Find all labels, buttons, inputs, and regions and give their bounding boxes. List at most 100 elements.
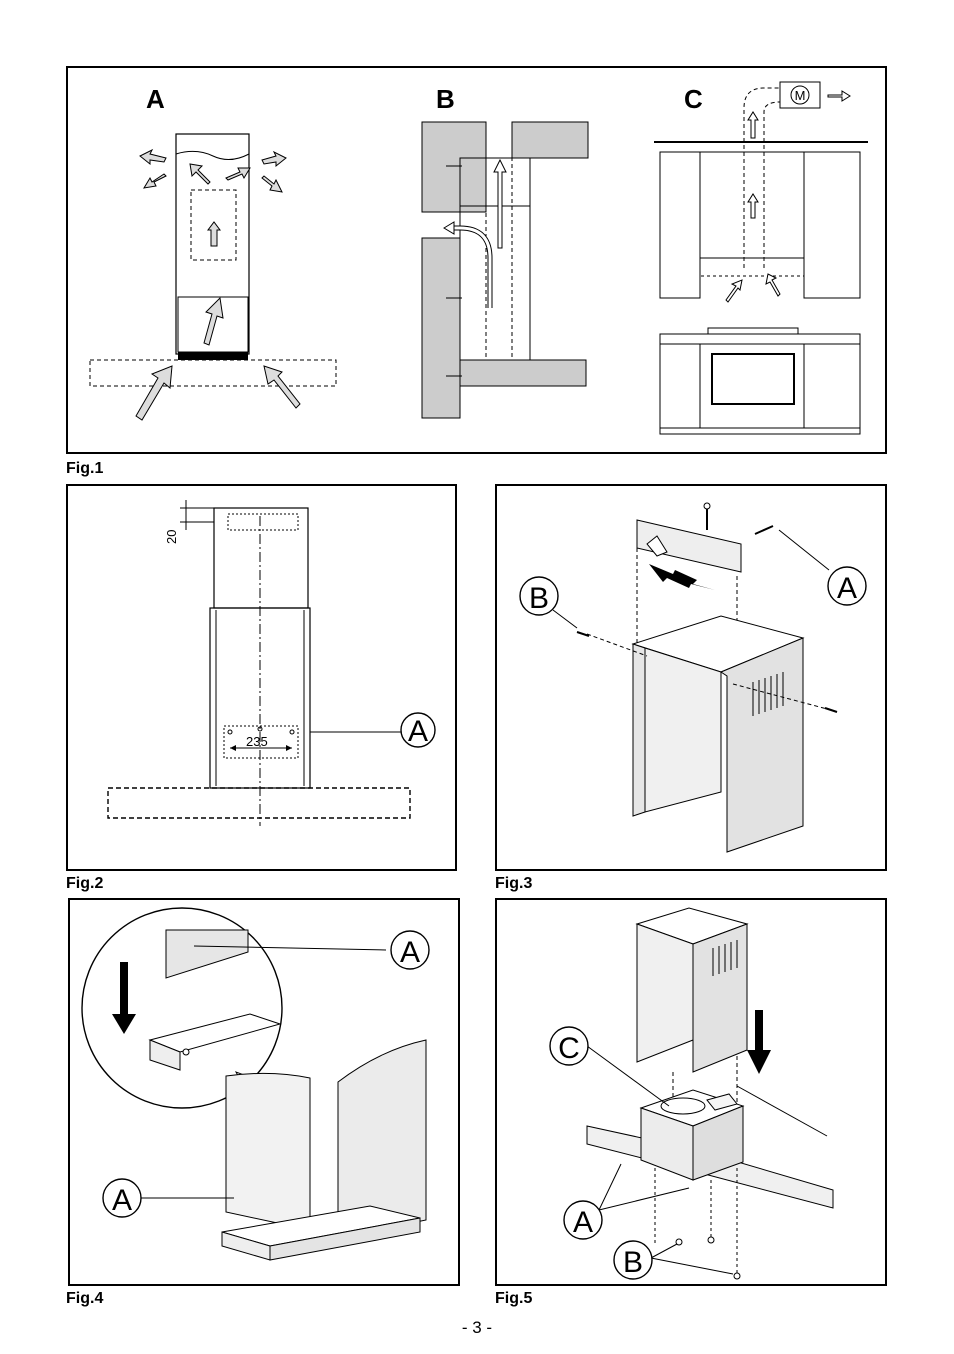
fig1-caption: Fig.1: [66, 460, 104, 477]
fig1-c-out-arrow: [827, 90, 851, 102]
page-number: - 3 -: [461, 1318, 493, 1337]
fig5-box-flap: [706, 1093, 738, 1111]
fig1-a-arrow-in-right: [263, 365, 301, 409]
fig4-detail-screw: [182, 1048, 190, 1056]
fig3-slide-arrow: [649, 564, 715, 590]
fig5-leader-a-1: [598, 1163, 622, 1211]
fig5-leader-a-2: [598, 1187, 690, 1211]
fig1-a-cut-line: [175, 150, 250, 160]
fig5-callout-a-circle: [563, 1200, 603, 1240]
fig1-label-b: B: [436, 84, 455, 114]
fig5-leader-c: [586, 1045, 670, 1107]
fig3-screw-b: [576, 631, 590, 637]
fig1-c-oven: [711, 353, 795, 405]
figure-4-drawing: A A: [81, 907, 430, 1261]
fig2-hole-left: [227, 729, 233, 735]
fig1-a-inner-duct: [190, 189, 237, 261]
fig3-screw-right-path: [732, 683, 832, 711]
fig2-top-bracket: [227, 513, 299, 531]
fig1-label-a: A: [146, 84, 165, 114]
fig2-callout-a: A: [408, 715, 428, 748]
fig5-chimney-right: [692, 923, 748, 1073]
fig5-callout-c-circle: [549, 1026, 589, 1066]
fig5-vent-slots: [712, 940, 738, 976]
fig2-caption: Fig.2: [66, 875, 104, 892]
fig3-bracket-tab: [646, 535, 668, 557]
fig1-a-arrows-out: [139, 148, 287, 193]
fig3-screw-side: [824, 707, 838, 713]
fig5-leader-b-2: [650, 1257, 734, 1275]
figure-1-panel: A B: [66, 66, 887, 454]
fig1-b-wall-top: [421, 121, 487, 213]
fig4-back-right-panel: [337, 1039, 427, 1239]
fig1-c-hob: [707, 327, 799, 335]
fig1-c-motor-label: M: [795, 88, 806, 103]
fig4-leader-a-top: [193, 945, 387, 951]
fig1-a-filter-grid: [178, 352, 248, 360]
figure-2-drawing: 20 235 A: [107, 500, 436, 826]
fig5-callout-c: C: [558, 1032, 580, 1065]
fig2-callout-a-circle: [400, 712, 436, 748]
fig4-detail-panel: [165, 929, 249, 979]
fig4-callout-a-bottom: A: [112, 1184, 132, 1217]
fig1-b-ceiling-right: [511, 121, 589, 159]
fig1-label-c: C: [684, 84, 703, 114]
fig1-b-flow-curve-inner: [448, 226, 492, 308]
fig2-dim-top-value: 20: [164, 530, 179, 544]
fig3-cover-left-edge: [632, 643, 646, 817]
fig1-c-duct-left: [743, 87, 780, 268]
fig1-c-arrow-up-1: [747, 193, 759, 219]
fig1-a-arrow-filter: [203, 296, 224, 346]
fig2-hole-zone: [223, 725, 299, 759]
fig4-caption: Fig.4: [66, 1290, 104, 1307]
fig3-callout-b: B: [529, 582, 549, 615]
fig5-screws: [675, 1236, 741, 1280]
fig1-b-chimney: [459, 157, 531, 361]
fig1-b-screws: [446, 165, 462, 377]
fig1-b-wall-bottom: [421, 237, 461, 419]
figure-1-drawing: A B: [89, 81, 868, 435]
fig3-vent-slots: [752, 672, 784, 716]
fig3-callout-b-circle: [519, 576, 559, 616]
fig3-screw-b-path: [586, 633, 648, 657]
fig3-leader-a: [778, 529, 830, 571]
fig3-leader-b: [552, 609, 578, 629]
fig5-callout-a: A: [573, 1206, 593, 1239]
fig1-c-duct-right: [763, 101, 781, 268]
fig4-detail-circle: [81, 907, 283, 1109]
fig4-callout-a-top: A: [400, 936, 420, 969]
fig1-c-arrow-in-left: [725, 279, 743, 303]
fig3-bracket: [636, 519, 742, 573]
fig5-box-right: [692, 1105, 744, 1181]
fig3-callout-a: A: [837, 572, 857, 605]
figure-5-drawing: C A B: [549, 907, 834, 1280]
fig2-dim-holes-value: 235: [246, 734, 268, 749]
fig5-callout-b: B: [623, 1246, 643, 1279]
fig1-c-chimney: [699, 151, 805, 259]
fig4-detail-rail-front: [149, 1039, 181, 1071]
figure-2-panel: 20 235 A: [66, 484, 457, 871]
fig4-down-arrow: [112, 962, 136, 1034]
fig5-caption: Fig.5: [495, 1290, 533, 1307]
fig5-callout-b-circle: [613, 1240, 653, 1280]
figure-5-panel: C A B: [495, 898, 887, 1286]
fig1-b-flow-arrow-left: [443, 221, 455, 235]
fig1-c-cabinet-right: [803, 151, 861, 299]
fig1-a-arrow-up: [207, 221, 221, 247]
fig5-ceiling-line: [736, 1085, 828, 1137]
fig3-cover-left-panel: [644, 647, 722, 813]
fig1-c-cabinet-left: [659, 151, 701, 299]
fig1-a-hob: [89, 359, 337, 387]
fig5-spigot: [660, 1097, 706, 1115]
figure-3-drawing: A B: [519, 502, 867, 853]
fig5-leader-b-1: [650, 1243, 678, 1259]
fig4-base-frame-side: [269, 1217, 421, 1261]
fig1-b-hob: [459, 359, 587, 387]
fig1-a-arrow-in-left: [135, 365, 173, 421]
fig2-hole-right: [289, 729, 295, 735]
fig5-screw-paths: [654, 1168, 738, 1276]
fig3-screw-top-head: [703, 502, 711, 510]
fig2-hob: [107, 787, 411, 819]
fig3-caption: Fig.3: [495, 875, 533, 892]
fig1-c-motor-circle: [790, 85, 810, 105]
